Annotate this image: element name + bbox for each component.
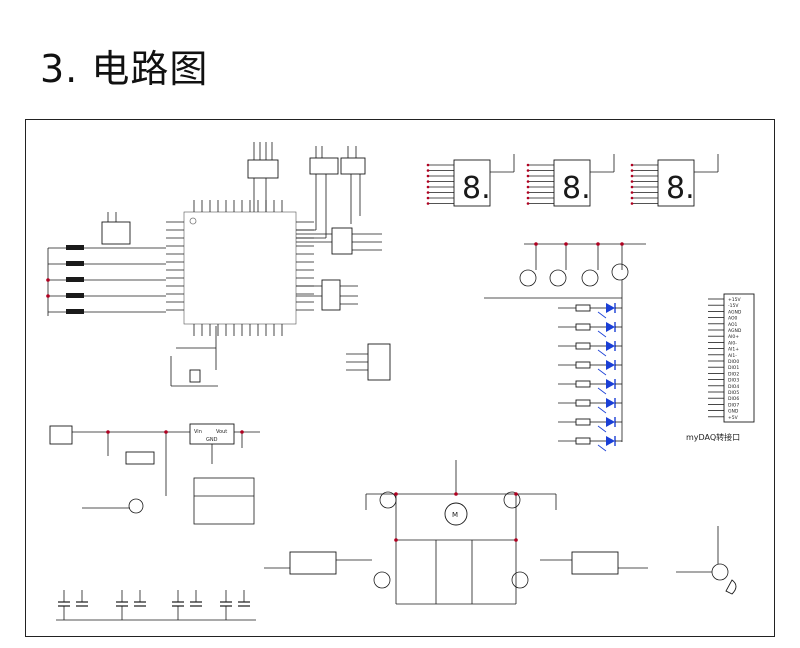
junction-dot <box>596 242 600 246</box>
led-icon <box>606 379 615 389</box>
junction-dot <box>46 278 50 282</box>
push-button <box>66 245 84 250</box>
junction-dot <box>46 294 50 298</box>
junction-dot <box>106 430 110 434</box>
rectifier-bridge <box>193 477 255 525</box>
buffer-ic-2 <box>296 279 358 311</box>
mydaq-pin-label: GND <box>728 409 739 415</box>
circuit-schematic: 8.8.8. +15V-15VAGNDAO0AO1AGNDAI0+AI0-AI1… <box>46 142 755 621</box>
push-button-array <box>47 245 166 316</box>
junction-dot <box>514 492 518 496</box>
resistor <box>575 399 591 407</box>
svg-text:M: M <box>452 511 458 519</box>
junction-dot <box>620 242 624 246</box>
mydaq-pin-label: AO0 <box>728 316 738 322</box>
mydaq-pin-label: DIO4 <box>728 384 739 390</box>
push-button <box>66 309 84 314</box>
page-title: 3. 电路图 <box>40 47 209 91</box>
header-left <box>101 212 131 245</box>
seven-segment-display <box>657 159 695 207</box>
mydaq-pin-label: AI0+ <box>728 334 739 340</box>
mydaq-pin-label: DIO2 <box>728 371 739 377</box>
resistor <box>575 418 591 426</box>
junction-dot <box>564 242 568 246</box>
junction-dot <box>394 492 398 496</box>
decoupling-capacitors <box>58 590 250 620</box>
power-section: Vin Vout GND <box>49 423 260 514</box>
segment-digit: 8. <box>462 171 491 206</box>
seven-segment-display <box>453 159 491 207</box>
led-icon <box>606 360 615 370</box>
led-icon <box>606 322 615 332</box>
mydaq-pin-label: AO1 <box>728 322 738 328</box>
push-button <box>66 277 84 282</box>
mydaq-pin-label: DIO5 <box>728 390 739 396</box>
buffer-ic-1 <box>296 227 382 255</box>
optocoupler-right <box>540 551 648 575</box>
mydaq-pin-label: AGND <box>728 309 742 315</box>
resistor <box>575 380 591 388</box>
resistor <box>575 342 591 350</box>
mydaq-pin-label: AI1- <box>728 353 737 359</box>
led-icon <box>606 436 615 446</box>
crystal-oscillator <box>170 326 218 387</box>
mydaq-pin-label: DIO0 <box>728 359 739 365</box>
header-top-1 <box>247 142 279 212</box>
mydaq-pin-label: AGND <box>728 328 742 334</box>
svg-text:Vin: Vin <box>194 429 202 435</box>
resistor <box>575 323 591 331</box>
optocoupler-left <box>264 551 372 575</box>
mydaq-pin-label: +5V <box>728 415 739 421</box>
junction-dot <box>394 538 398 542</box>
seven-segment-display <box>553 159 591 207</box>
header-top-2 <box>296 146 366 239</box>
junction-dot <box>534 242 538 246</box>
microcontroller <box>166 200 314 336</box>
mydaq-pin-label: DIO7 <box>728 402 739 408</box>
mydaq-pin-label: AI0- <box>728 340 737 346</box>
led-icon <box>606 303 615 313</box>
motor-icon: M <box>444 502 468 526</box>
mydaq-pin-label: -15V <box>728 303 739 309</box>
segment-digit: 8. <box>562 171 591 206</box>
mydaq-pin-label: AI1+ <box>728 347 739 353</box>
seven-segment-displays: 8. 8. 8. <box>426 154 719 207</box>
mydaq-pin-label: DIO1 <box>728 365 739 371</box>
mydaq-pin-label: DIO3 <box>728 378 739 384</box>
segment-digit: 8. <box>666 171 695 206</box>
mydaq-pin-label: DIO6 <box>728 396 739 402</box>
junction-dot <box>240 430 244 434</box>
led-bank <box>558 303 622 452</box>
resistor <box>575 304 591 312</box>
push-button <box>66 293 84 298</box>
mydaq-caption: myDAQ转接口 <box>686 432 740 442</box>
mydaq-pin-label: +15V <box>728 297 741 303</box>
led-icon <box>606 341 615 351</box>
junction-dot <box>164 430 168 434</box>
junction-dot <box>454 492 458 496</box>
connector-4pin <box>346 343 391 381</box>
led-icon <box>606 417 615 427</box>
resistor <box>575 437 591 445</box>
svg-text:Vout: Vout <box>216 429 227 435</box>
push-button <box>66 261 84 266</box>
h-bridge <box>365 460 557 605</box>
digit-driver-transistors <box>484 243 646 442</box>
buzzer-icon <box>676 526 737 595</box>
junction-dot <box>514 538 518 542</box>
svg-text:GND: GND <box>206 437 218 443</box>
led-icon <box>606 398 615 408</box>
resistor <box>575 361 591 369</box>
mydaq-connector: +15V-15VAGNDAO0AO1AGNDAI0+AI0-AI1+AI1-DI… <box>686 293 755 442</box>
